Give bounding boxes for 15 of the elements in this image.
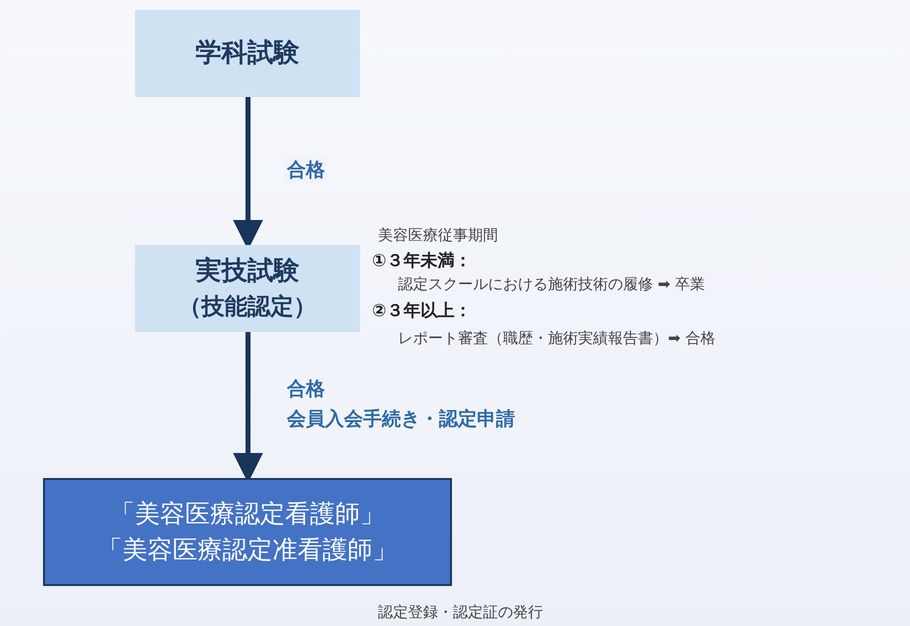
note-text: 認定スクールにおける施術技術の履修 ➡ 卒業 bbox=[398, 275, 706, 294]
condition-heading: ②３年以上： bbox=[372, 300, 472, 322]
note-heading: 美容医療従事期間 bbox=[378, 226, 498, 245]
box-title: 実技試験 bbox=[196, 254, 300, 288]
result-box bbox=[43, 478, 452, 586]
process-box bbox=[135, 245, 360, 332]
step-label: 会員入会手続き・認定申請 bbox=[285, 406, 517, 432]
qualification-name: 「美容医療認定准看護師」 bbox=[98, 534, 398, 566]
process-box bbox=[135, 10, 360, 97]
note-text: レポート審査（職歴・施術実績報告書）➡ 合格 bbox=[398, 329, 716, 348]
box-title: 学科試験 bbox=[196, 36, 300, 70]
box-title: （技能認定） bbox=[178, 292, 316, 322]
note-text: 認定登録・認定証の発行 bbox=[378, 603, 543, 622]
qualification-name: 「美容医療認定看護師」 bbox=[110, 498, 385, 530]
condition-heading: ①３年未満： bbox=[372, 250, 472, 272]
